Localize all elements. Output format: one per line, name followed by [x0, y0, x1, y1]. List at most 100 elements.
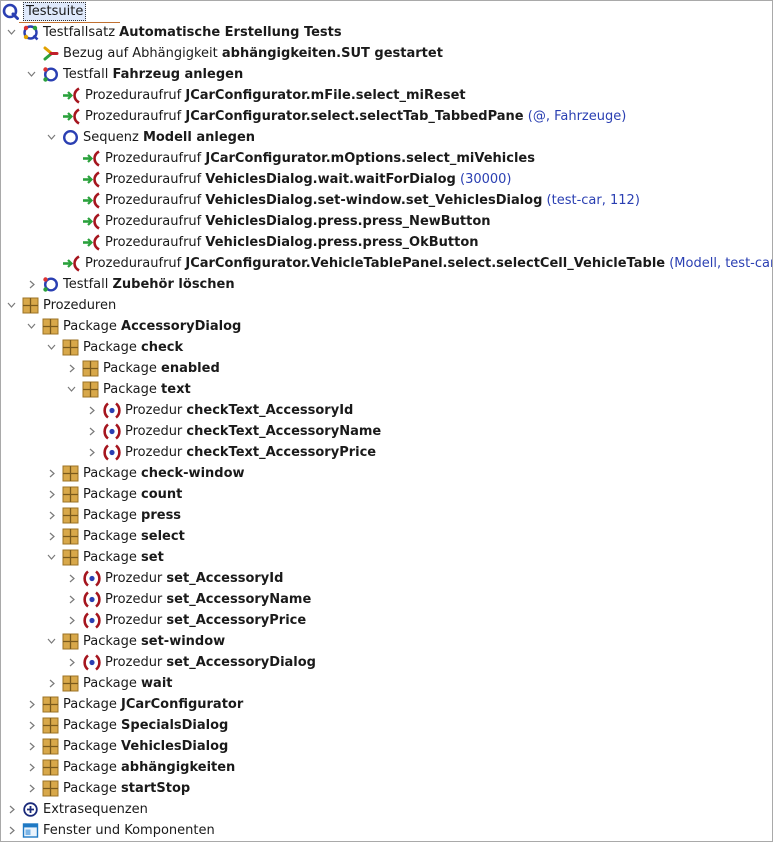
node-name-text: count — [141, 487, 183, 502]
expand-toggle-icon[interactable] — [45, 505, 57, 526]
tree-row[interactable]: Package select — [1, 526, 772, 547]
tree-row[interactable]: Prozedur checkText_AccessoryPrice — [1, 442, 772, 463]
procedure-icon — [82, 654, 102, 671]
node-args-text: (Modell, test-car, @, @) — [669, 256, 772, 271]
tree-row[interactable]: Prozeduraufruf JCarConfigurator.mOptions… — [1, 148, 772, 169]
expand-toggle-icon[interactable] — [25, 715, 37, 736]
expand-toggle-icon[interactable] — [25, 778, 37, 799]
expand-toggle-icon[interactable] — [5, 799, 17, 820]
expand-toggle-icon[interactable] — [65, 358, 77, 379]
tree-row[interactable]: Sequenz Modell anlegen — [1, 127, 772, 148]
tree-row[interactable]: Package startStop — [1, 778, 772, 799]
tree-row[interactable]: Prozeduraufruf VehiclesDialog.press.pres… — [1, 211, 772, 232]
tree-node-label: Package check — [83, 337, 183, 358]
node-type-text: Package — [63, 718, 122, 733]
tree-row[interactable]: Testsuite — [1, 1, 772, 22]
package-icon — [42, 759, 59, 776]
expand-toggle-icon[interactable] — [85, 421, 97, 442]
procedure-call-icon — [62, 108, 82, 125]
tree-row[interactable]: Package abhängigkeiten — [1, 757, 772, 778]
tree-row[interactable]: Testfall Zubehör löschen — [1, 274, 772, 295]
collapse-toggle-icon[interactable] — [45, 631, 57, 652]
tree-row[interactable]: Testfallsatz Automatische Erstellung Tes… — [1, 22, 772, 43]
tree-row[interactable]: Prozedur set_AccessoryPrice — [1, 610, 772, 631]
expand-toggle-icon[interactable] — [25, 757, 37, 778]
node-type-text: Package — [63, 739, 122, 754]
tree-row[interactable]: Package enabled — [1, 358, 772, 379]
procedure-icon — [102, 444, 122, 461]
node-type-text: Package — [83, 466, 142, 481]
expand-toggle-icon[interactable] — [65, 568, 77, 589]
tree-row[interactable]: Package press — [1, 505, 772, 526]
tree-node-label: Prozeduraufruf VehiclesDialog.set-window… — [105, 190, 640, 211]
expand-toggle-icon[interactable] — [45, 673, 57, 694]
node-name-text: JCarConfigurator.mFile.select_miReset — [185, 88, 466, 103]
expand-toggle-icon[interactable] — [65, 652, 77, 673]
expand-toggle-icon[interactable] — [65, 589, 77, 610]
tree-row[interactable]: Package text — [1, 379, 772, 400]
collapse-toggle-icon[interactable] — [45, 127, 57, 148]
expand-toggle-icon[interactable] — [5, 820, 17, 841]
expand-toggle-icon[interactable] — [25, 694, 37, 715]
tree-row[interactable]: Prozedur set_AccessoryId — [1, 568, 772, 589]
tree-row[interactable]: Prozeduraufruf VehiclesDialog.press.pres… — [1, 232, 772, 253]
tree-row[interactable]: Extrasequenzen — [1, 799, 772, 820]
expand-toggle-icon[interactable] — [45, 484, 57, 505]
collapse-toggle-icon[interactable] — [45, 337, 57, 358]
tree-row[interactable]: Package set-window — [1, 631, 772, 652]
tree-row[interactable]: Package AccessoryDialog — [1, 316, 772, 337]
package-icon — [42, 717, 59, 734]
tree-row[interactable]: Prozeduraufruf JCarConfigurator.select.s… — [1, 106, 772, 127]
expand-toggle-icon[interactable] — [45, 463, 57, 484]
expand-toggle-icon[interactable] — [85, 400, 97, 421]
node-args-text: (test-car, 112) — [542, 193, 640, 208]
tree-row[interactable]: Prozedur set_AccessoryDialog — [1, 652, 772, 673]
tree-row[interactable]: Fenster und Komponenten — [1, 820, 772, 841]
expand-toggle-icon[interactable] — [85, 442, 97, 463]
tree-row[interactable]: Package wait — [1, 673, 772, 694]
node-type-text: Prozeduraufruf — [105, 172, 206, 187]
node-name-text: JCarConfigurator.VehicleTablePanel.selec… — [185, 256, 666, 271]
package-icon — [42, 780, 59, 797]
collapse-toggle-icon[interactable] — [25, 64, 37, 85]
tree-row[interactable]: Package VehiclesDialog — [1, 736, 772, 757]
collapse-toggle-icon[interactable] — [45, 547, 57, 568]
node-type-text: Sequenz — [83, 130, 143, 145]
tree-row[interactable]: Prozeduraufruf JCarConfigurator.mFile.se… — [1, 85, 772, 106]
collapse-toggle-icon[interactable] — [5, 22, 17, 43]
tree-row[interactable]: Prozedur checkText_AccessoryId — [1, 400, 772, 421]
tree-row[interactable]: Prozeduren — [1, 295, 772, 316]
collapse-toggle-icon[interactable] — [25, 316, 37, 337]
tree-row[interactable]: Package SpecialsDialog — [1, 715, 772, 736]
package-icon — [82, 360, 99, 377]
procedure-icon — [102, 402, 122, 419]
tree-node-label: Package JCarConfigurator — [63, 694, 243, 715]
expand-toggle-icon[interactable] — [25, 274, 37, 295]
tree-row[interactable]: Prozeduraufruf JCarConfigurator.VehicleT… — [1, 253, 772, 274]
tree-row[interactable]: Prozeduraufruf VehiclesDialog.wait.waitF… — [1, 169, 772, 190]
suite-name-editor[interactable]: Testsuite — [23, 2, 87, 21]
tree-node-label: Package SpecialsDialog — [63, 715, 228, 736]
node-type-text: Prozedur — [105, 613, 167, 628]
tree-row[interactable]: Package set — [1, 547, 772, 568]
procedure-call-icon — [62, 255, 82, 272]
node-name-text: wait — [141, 676, 173, 691]
tree-row[interactable]: Prozeduraufruf VehiclesDialog.set-window… — [1, 190, 772, 211]
collapse-toggle-icon[interactable] — [5, 295, 17, 316]
tree-row[interactable]: Bezug auf Abhängigkeit abhängigkeiten.SU… — [1, 43, 772, 64]
collapse-toggle-icon[interactable] — [65, 379, 77, 400]
node-name-text: Fahrzeug anlegen — [112, 67, 244, 82]
expand-toggle-icon[interactable] — [45, 526, 57, 547]
tree-row[interactable]: Package JCarConfigurator — [1, 694, 772, 715]
node-name-text: VehiclesDialog.press.press_NewButton — [205, 214, 491, 229]
tree-row[interactable]: Package check-window — [1, 463, 772, 484]
expand-toggle-icon[interactable] — [65, 610, 77, 631]
tree-row[interactable]: Prozedur checkText_AccessoryName — [1, 421, 772, 442]
tree-row[interactable]: Package check — [1, 337, 772, 358]
expand-toggle-icon[interactable] — [25, 736, 37, 757]
tree-row[interactable]: Package count — [1, 484, 772, 505]
tree-row[interactable]: Testfall Fahrzeug anlegen — [1, 64, 772, 85]
tree-row[interactable]: Prozedur set_AccessoryName — [1, 589, 772, 610]
node-type-text: Package — [63, 781, 122, 796]
